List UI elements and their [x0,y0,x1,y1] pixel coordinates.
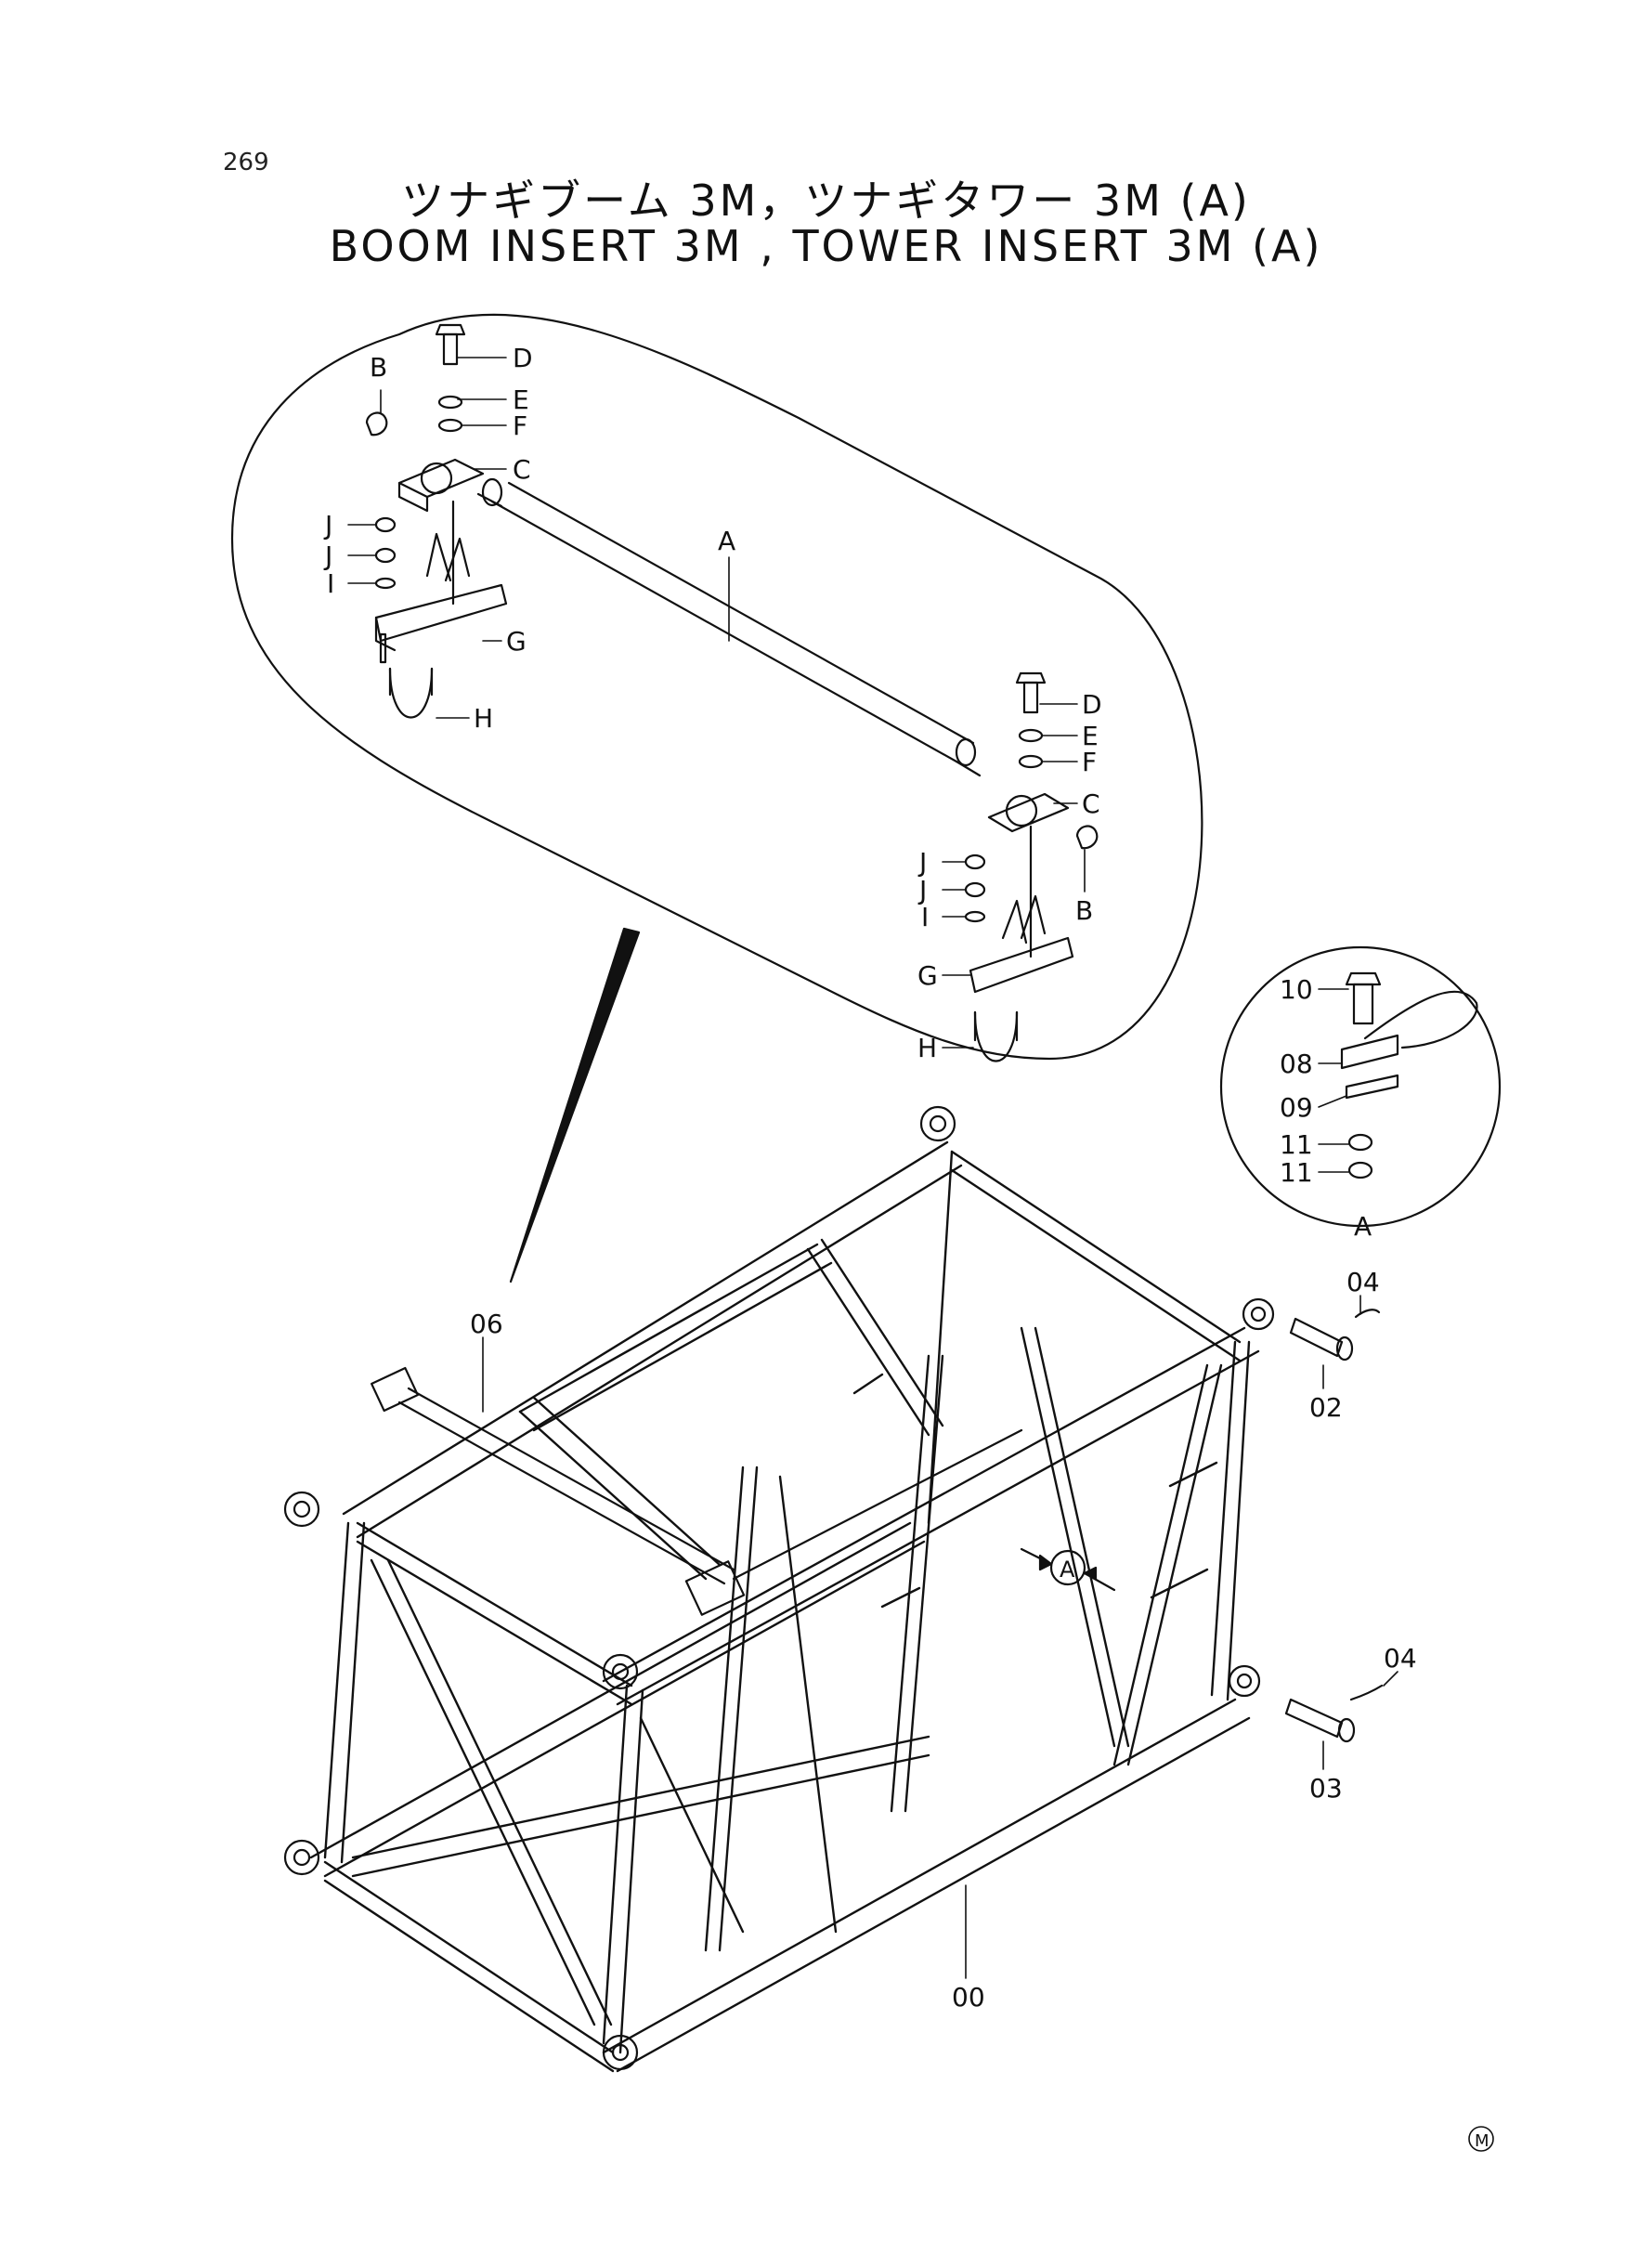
label-detail-j2-right: J [917,875,927,905]
label-detail-c-left: C [513,454,531,485]
m-mark-circle [1468,2126,1494,2152]
label-detail-h-right: H [917,1033,937,1063]
label-part-03: 03 [1309,1773,1343,1804]
label-detail-a: A [718,526,735,556]
label-detail-i-right: I [921,902,929,932]
label-inset-view-a: A [1354,1211,1372,1242]
detail-capsule-outline [230,313,1203,1061]
label-detail-f-right: F [1082,747,1097,777]
label-inset-11a: 11 [1280,1129,1313,1160]
frame-stay-strut-06 [371,1366,1023,1616]
label-detail-j1-left: J [323,510,332,541]
detail-leaders [347,357,1086,1049]
pin-03 [1284,1684,1384,1743]
label-inset-08: 08 [1280,1049,1313,1079]
label-detail-j2-left: J [323,541,332,571]
title-japanese: ツナギブーム 3M，ツナギタワー 3M (A) [401,176,1251,226]
frame-lugs [283,1105,1275,2071]
label-part-04-upper: 04 [1346,1267,1380,1297]
label-detail-j1-right: J [917,847,927,878]
label-view-a-marker: A [1060,1557,1075,1583]
m-mark-letter: M [1475,2131,1489,2151]
label-detail-g-right: G [917,960,938,991]
label-detail-i-left: I [327,568,334,599]
detail-right-bracket [964,671,1099,1062]
inset-circle-a [1219,945,1502,1228]
label-part-02: 02 [1309,1392,1343,1423]
label-part-04-lower: 04 [1384,1643,1417,1674]
label-detail-e-left: E [513,384,529,415]
inset-clamp-assembly [1340,971,1478,1179]
page-number: 269 [223,149,269,176]
view-a-marker [1020,1547,1116,1592]
title-english: BOOM INSERT 3M , TOWER INSERT 3M (A) [329,221,1323,271]
pin-02 [1289,1309,1381,1362]
label-inset-11b: 11 [1280,1157,1313,1188]
label-part-06: 06 [470,1309,503,1339]
label-detail-c-right: C [1082,788,1100,819]
label-detail-d-left: D [513,343,533,373]
label-detail-f-left: F [513,410,527,441]
detail-left-bracket [365,323,508,719]
label-inset-10: 10 [1280,974,1313,1005]
label-detail-g-left: G [506,626,527,657]
capsule-leader [509,927,641,1283]
label-detail-b-right: B [1075,895,1093,926]
label-detail-d-right: D [1082,689,1102,720]
lattice-frame [309,1140,1260,2073]
detail-strut-a [476,477,982,777]
label-detail-b-left: B [370,352,387,383]
label-part-00: 00 [952,1982,985,2013]
label-inset-09: 09 [1280,1092,1313,1123]
label-detail-h-left: H [474,703,493,734]
label-detail-e-right: E [1082,721,1099,751]
